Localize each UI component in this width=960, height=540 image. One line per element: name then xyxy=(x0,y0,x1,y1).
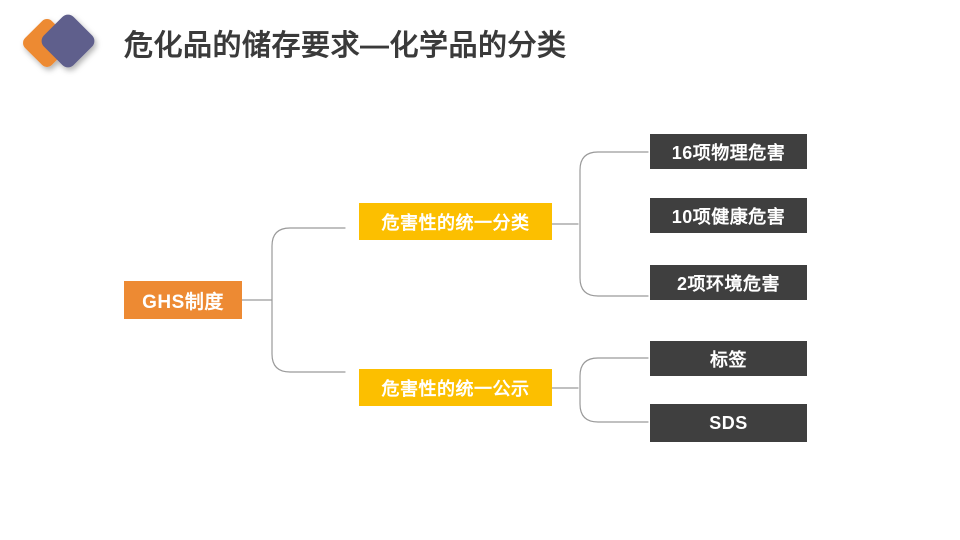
node-branch-hazard-classification[interactable]: 危害性的统一分类 xyxy=(359,203,552,240)
node-leaf-sds[interactable]: SDS xyxy=(650,404,807,442)
connector-mid2-bracket xyxy=(579,357,649,423)
node-leaf-health-hazards[interactable]: 10项健康危害 xyxy=(650,198,807,233)
node-leaf-physical-hazards[interactable]: 16项物理危害 xyxy=(650,134,807,169)
node-root-ghs[interactable]: GHS制度 xyxy=(124,281,242,319)
connector-mid1-bracket xyxy=(579,151,649,297)
connector-root-bracket xyxy=(271,227,346,373)
node-leaf-environmental-hazards[interactable]: 2项环境危害 xyxy=(650,265,807,300)
page-title: 危化品的储存要求—化学品的分类 xyxy=(124,30,567,62)
diamond-logo-icon xyxy=(14,8,110,80)
node-branch-hazard-communication[interactable]: 危害性的统一公示 xyxy=(359,369,552,406)
node-leaf-label[interactable]: 标签 xyxy=(650,341,807,376)
slide-header: 危化品的储存要求—化学品的分类 xyxy=(0,0,960,92)
